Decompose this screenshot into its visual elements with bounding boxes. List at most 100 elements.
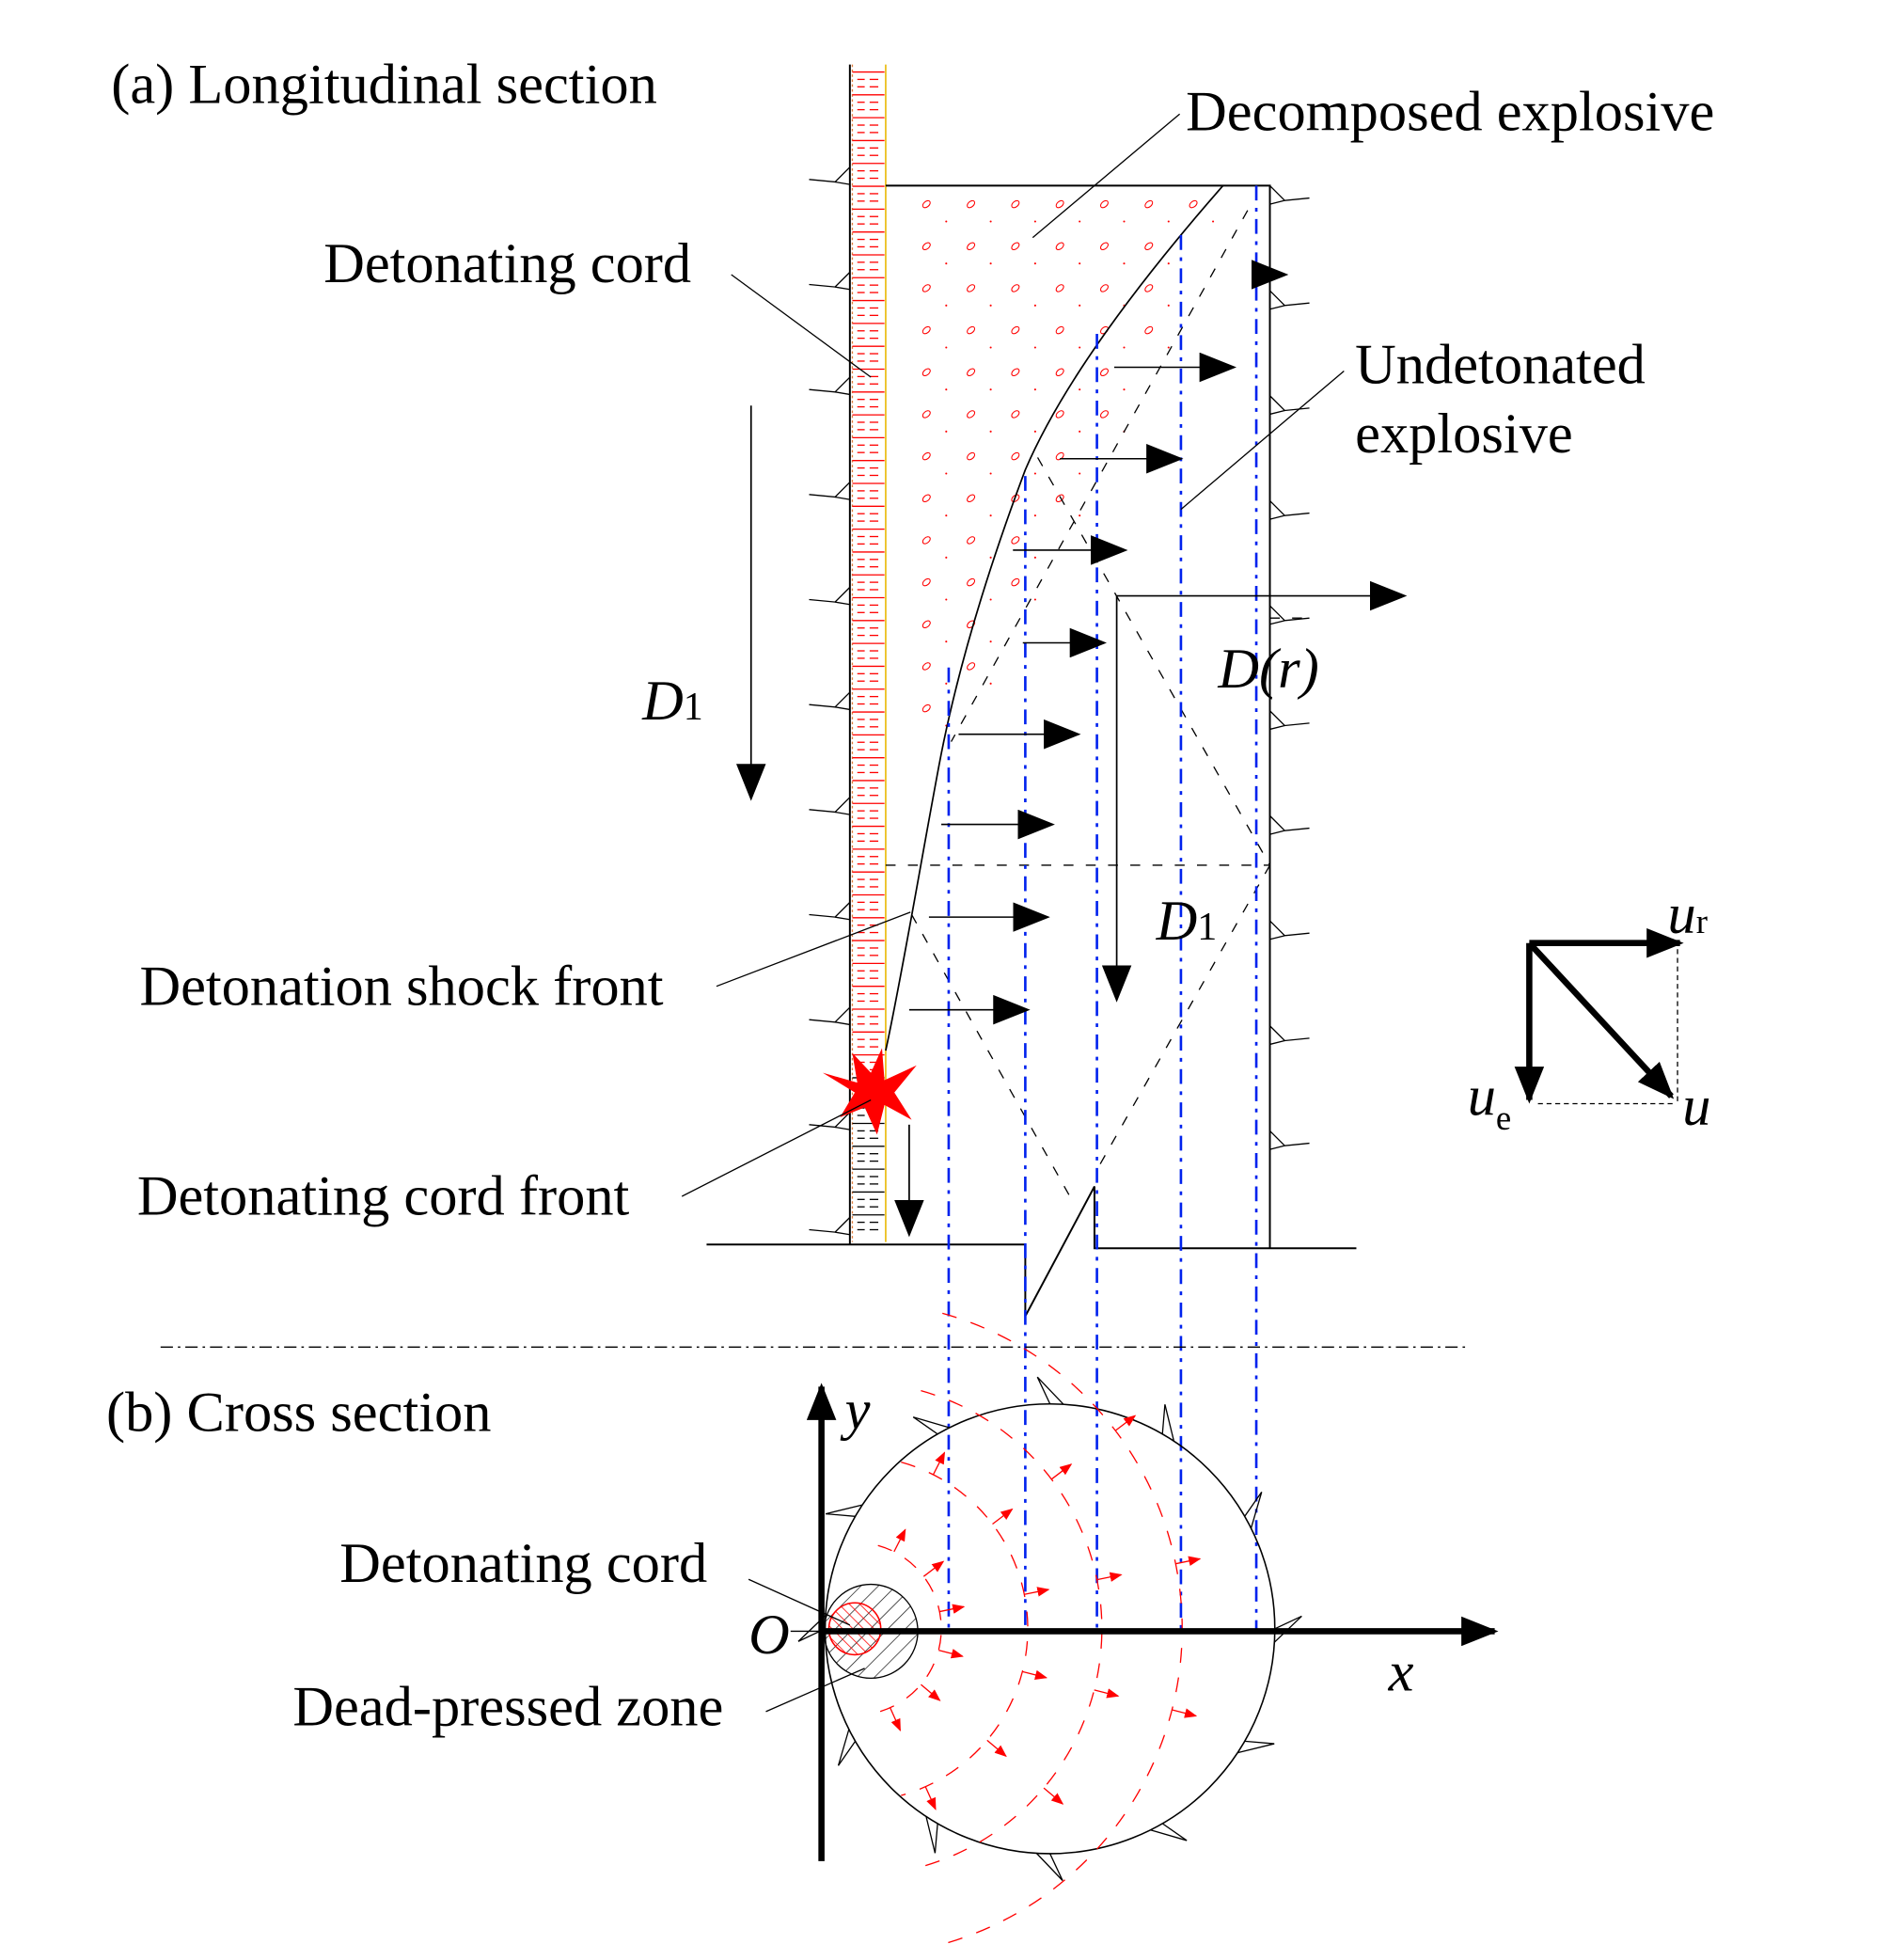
particle-dot [1123, 262, 1126, 265]
particle-dot [945, 430, 948, 433]
red-arrow [1094, 1688, 1120, 1699]
particle [921, 410, 931, 419]
red-arrow [1114, 1415, 1137, 1431]
hatch-tick [1269, 1025, 1310, 1042]
hatch-tick [912, 1416, 938, 1435]
particle [1011, 410, 1020, 419]
hatch-tick [1244, 1740, 1275, 1745]
particle [967, 242, 976, 250]
hatch-tick [925, 1816, 937, 1854]
particle-dot [945, 304, 948, 307]
label-dead-pressed-zone: Dead-pressed zone [292, 1675, 723, 1738]
particle [921, 494, 931, 502]
particle-dot [1033, 220, 1036, 223]
label-detonating-cord-front: Detonating cord front [137, 1165, 630, 1228]
particle [967, 451, 976, 461]
particle-dot [989, 598, 992, 601]
hatch-tick [934, 1823, 938, 1854]
particle-dot [989, 514, 992, 517]
hatch-tick [834, 811, 850, 815]
particle [921, 199, 931, 209]
particle [1144, 242, 1154, 250]
particle-dot [1033, 556, 1036, 559]
hatch-tick [1269, 724, 1285, 731]
wall-hatch-left [809, 166, 851, 1236]
particle-dot [1079, 388, 1081, 391]
particle [1055, 199, 1064, 209]
particle [1099, 368, 1109, 376]
particle-dot [1033, 514, 1036, 517]
ground-line [706, 1186, 1357, 1317]
longitudinal-section: (a) Longitudinal section Decomposed expl… [111, 53, 1714, 1632]
r-subscript: r [1696, 902, 1708, 940]
label-explosive: explosive [1355, 403, 1573, 466]
red-arrow [986, 1739, 1007, 1758]
hatch-tick [1274, 1615, 1302, 1630]
charge-outline [885, 184, 1271, 1249]
particle-dot [1167, 220, 1170, 223]
particle-dot [989, 430, 992, 433]
particle [921, 368, 931, 376]
label-d1-right: D1 [1156, 890, 1218, 953]
particle [967, 410, 976, 419]
particle [1099, 284, 1109, 292]
particle-dot [989, 346, 992, 349]
particle [1055, 284, 1064, 292]
particle-dot [1079, 514, 1081, 517]
d1-symbol: D [1156, 890, 1198, 953]
u-symbol: u [1668, 883, 1696, 946]
particle [921, 577, 931, 587]
decomposed-explosive-particles [921, 199, 1215, 727]
particle [1055, 451, 1064, 461]
label-y-axis: y [840, 1379, 871, 1442]
d1-subscript: 1 [684, 686, 703, 729]
particle-dot [945, 346, 948, 349]
hatch-tick [1269, 290, 1310, 307]
particle [1055, 242, 1064, 250]
particle-dot [989, 472, 992, 475]
label-detonating-cord: Detonating cord [323, 232, 691, 295]
hatch-tick [834, 391, 850, 396]
particle-dot [1033, 388, 1036, 391]
particle-dot [1079, 346, 1081, 349]
wall-hatch-right [1269, 184, 1310, 1150]
projection-lines [947, 185, 1258, 1632]
particle-dot [1033, 430, 1036, 433]
red-velocity-arrows [890, 1415, 1202, 1810]
particle [967, 284, 976, 292]
particle [1011, 368, 1020, 376]
panel-a-title: (a) Longitudinal section [111, 53, 657, 116]
particle [1011, 577, 1020, 587]
particle [1011, 284, 1020, 292]
particle [1011, 536, 1020, 545]
panel-b-title: (b) Cross section [106, 1382, 491, 1445]
hatch-tick [809, 376, 851, 393]
hatch-tick [834, 181, 850, 185]
particle-dot [945, 388, 948, 391]
particle [1011, 199, 1020, 209]
hatch-tick [834, 601, 850, 606]
particle-dot [1167, 346, 1170, 349]
hatch-tick [1269, 1130, 1310, 1146]
red-arrow [932, 1451, 946, 1476]
hatch-tick [809, 797, 851, 814]
hatch-tick [834, 916, 850, 921]
particle [1099, 410, 1109, 419]
hatch-tick [1036, 1376, 1051, 1405]
particle-dot [1033, 304, 1036, 307]
hatch-tick [1269, 305, 1285, 310]
hatch-tick [1244, 1492, 1263, 1517]
detonation-shock-front-curve [885, 184, 1224, 1051]
label-dr: D(r) [1217, 638, 1318, 701]
particle [921, 703, 931, 713]
particle [967, 577, 976, 587]
particle-dot [945, 514, 948, 517]
particle [921, 620, 931, 628]
label-d1-left: D1 [641, 670, 703, 733]
particle-dot [945, 682, 948, 685]
hatch-tick [809, 691, 851, 708]
red-arrow [939, 1604, 966, 1614]
hatch-tick [1269, 814, 1310, 831]
hatch-tick [834, 1126, 850, 1130]
